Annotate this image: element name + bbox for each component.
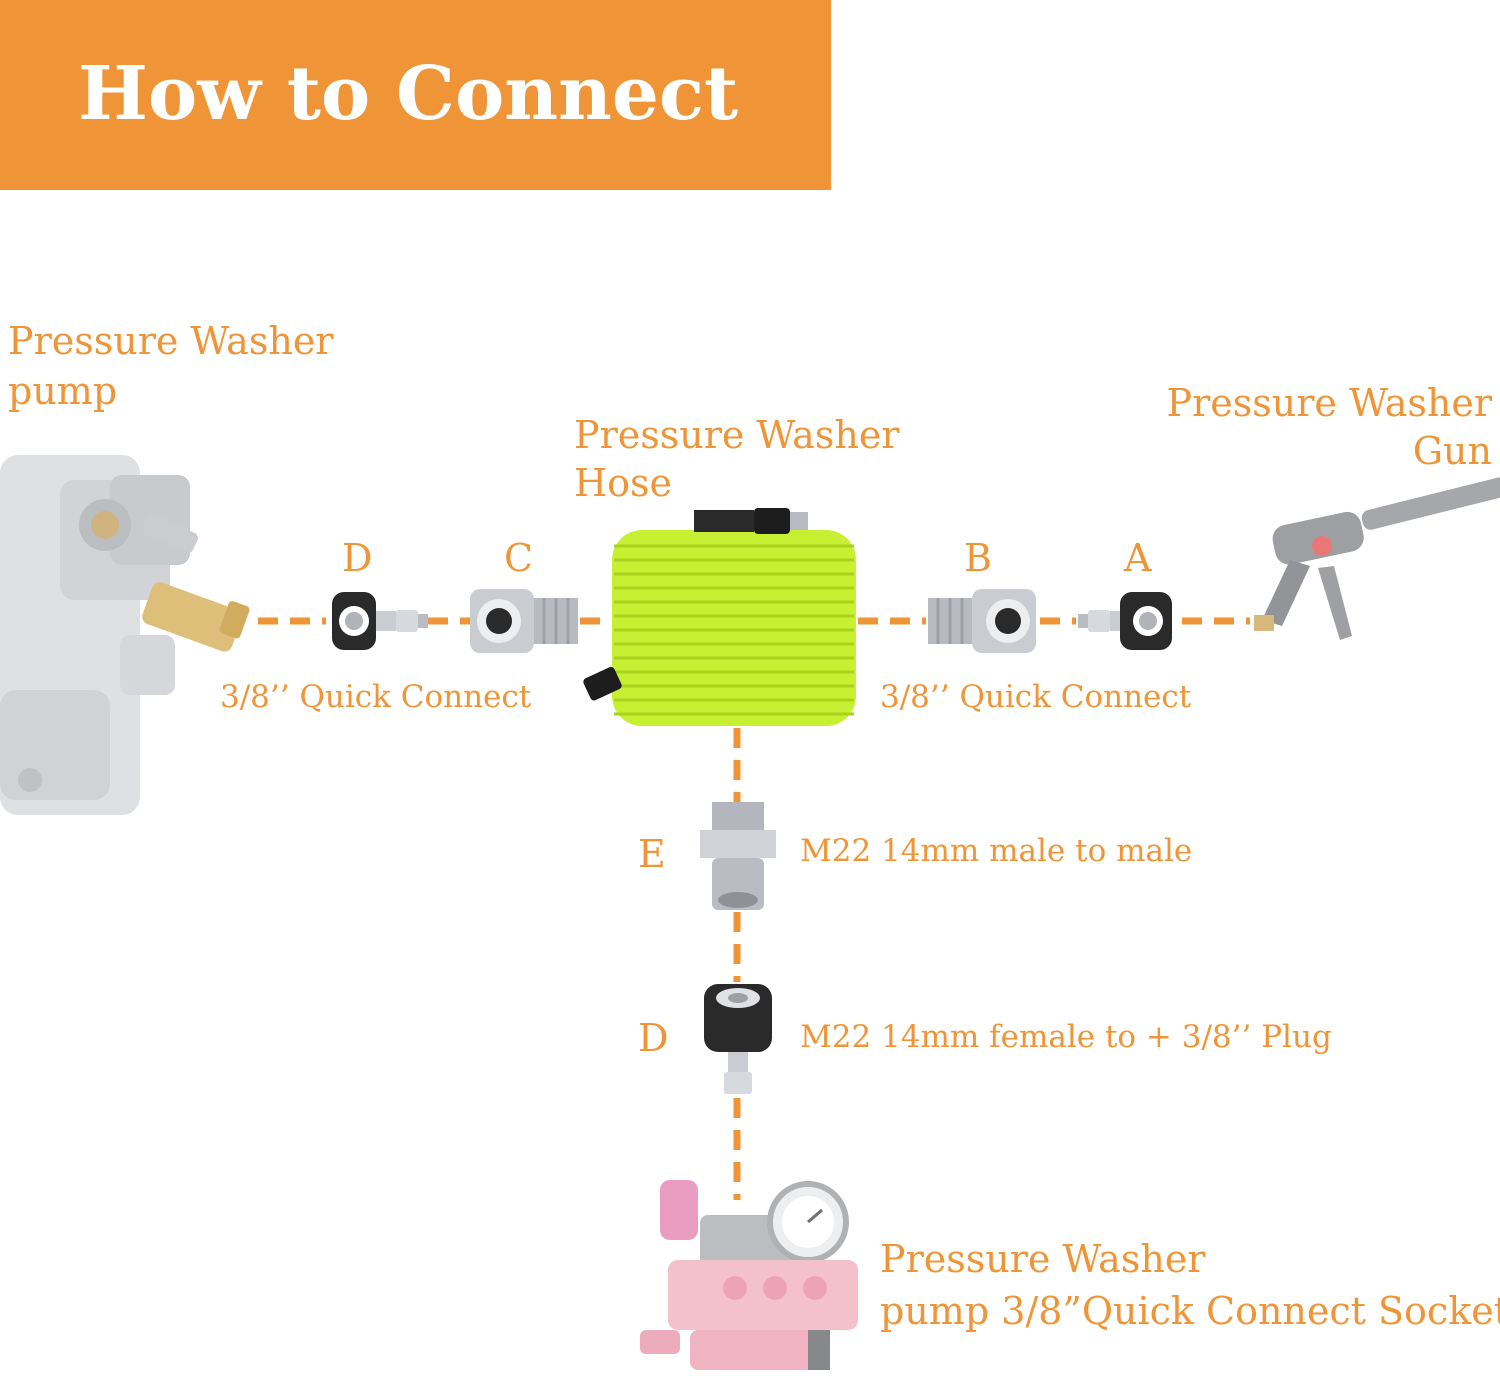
connection-lines	[258, 617, 1250, 1200]
m22-female-coupler-icon	[1120, 592, 1172, 650]
connector-label-d-bottom: D	[638, 1016, 669, 1060]
label-hose-line2: Hose	[574, 461, 673, 505]
label-hose-line1: Pressure Washer	[574, 413, 900, 457]
label-pump-left-line1: Pressure Washer	[8, 319, 334, 363]
label-gun-line2: Gun	[1412, 429, 1492, 473]
m22-female-coupler-icon	[704, 984, 772, 1052]
connector-label-a: A	[1124, 536, 1152, 580]
label-pump-left-line2: pump	[8, 369, 118, 413]
caption-e-description: M22 14mm male to male	[800, 833, 1193, 869]
quick-connect-plug-icon	[1078, 610, 1120, 632]
triplex-pump-icon	[640, 1180, 858, 1370]
pressure-washer-pump-icon	[0, 455, 250, 815]
caption-d-description: M22 14mm female to + 3/8’’ Plug	[800, 1019, 1332, 1055]
caption-quick-connect-left: 3/8’’ Quick Connect	[220, 679, 532, 715]
spray-gun-icon	[1254, 477, 1500, 640]
label-pump-bottom-line1: Pressure Washer	[880, 1237, 1206, 1281]
quick-connect-plug-icon	[724, 1052, 752, 1094]
hose-reel-icon	[583, 508, 856, 726]
m22-female-coupler-icon	[332, 592, 396, 650]
title-banner: How to Connect	[0, 0, 831, 190]
connector-label-b: B	[964, 536, 992, 580]
label-gun-line1: Pressure Washer	[1166, 381, 1492, 425]
quick-connect-socket-icon	[928, 589, 1036, 653]
quick-connect-plug-icon	[396, 610, 428, 632]
connector-label-e: E	[638, 832, 666, 876]
connector-label-d-left: D	[342, 536, 373, 580]
label-pump-bottom-line2: pump 3/8”Quick Connect Socket	[880, 1289, 1500, 1333]
m22-male-adapter-icon	[700, 802, 776, 910]
quick-connect-socket-icon	[470, 589, 578, 653]
caption-quick-connect-right: 3/8’’ Quick Connect	[880, 679, 1192, 715]
page-title: How to Connect	[78, 51, 739, 137]
connector-label-c: C	[504, 536, 534, 580]
